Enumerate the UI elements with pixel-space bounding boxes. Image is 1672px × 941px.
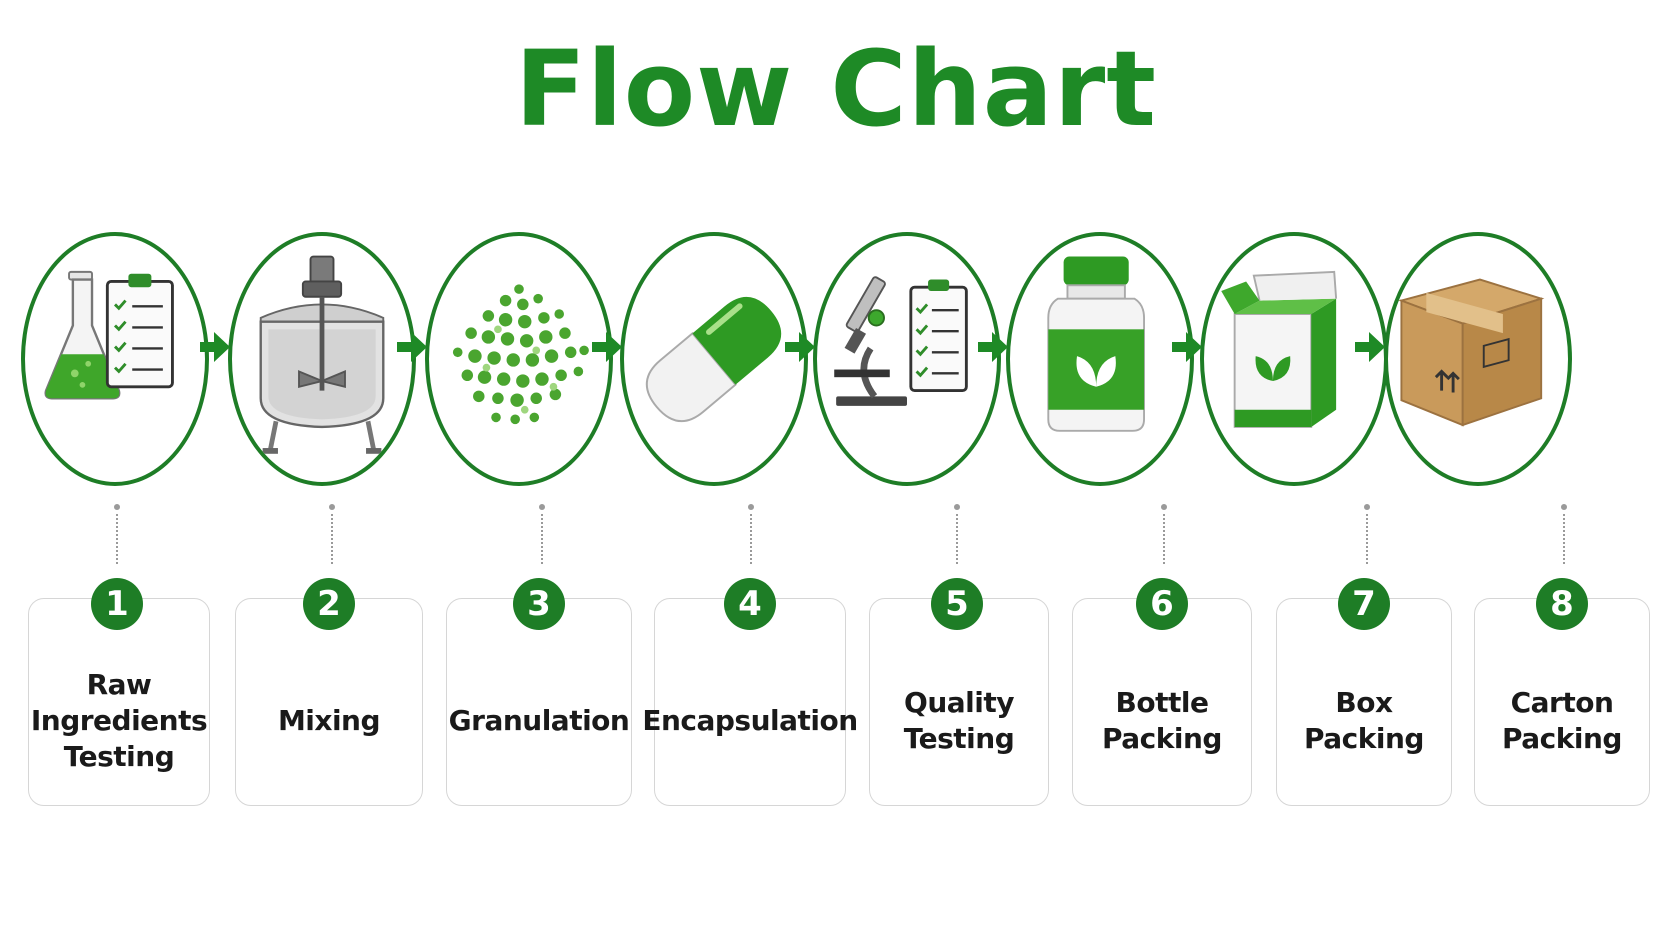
step-2-circle (228, 232, 416, 486)
step-8-circle (1384, 232, 1572, 486)
step-number-badge: 4 (724, 578, 776, 630)
flask-clipboard-icon (44, 270, 174, 400)
step-6-circle (1006, 232, 1194, 486)
box-icon (1221, 270, 1338, 428)
step-7-card: Box Packing (1276, 598, 1452, 806)
step-5-card: Quality Testing (869, 598, 1049, 806)
arrow-right-icon (1355, 332, 1385, 362)
step-7-circle (1200, 232, 1388, 486)
step-label: Raw Ingredients Testing (30, 668, 208, 773)
step-4-card: Encapsulation (642, 598, 858, 806)
mixing-tank-icon (259, 255, 385, 454)
arrow-right-icon (200, 332, 230, 362)
step-6-card: Bottle Packing (1072, 598, 1252, 806)
dotted-connector (539, 504, 545, 564)
step-3-card: Granulation (446, 598, 632, 806)
arrow-right-icon (785, 332, 815, 362)
page-title: Flow Chart (515, 28, 1157, 150)
dotted-connector (748, 504, 754, 564)
step-label: Box Packing (1304, 686, 1424, 755)
step-number-badge: 7 (1338, 578, 1390, 630)
step-2-card: Mixing (235, 598, 423, 806)
dotted-connector (114, 504, 120, 564)
step-label: Quality Testing (903, 686, 1015, 755)
arrow-right-icon (1172, 332, 1202, 362)
step-1-circle (21, 232, 209, 486)
step-label: Granulation (448, 704, 630, 738)
arrow-right-icon (397, 332, 427, 362)
step-number-badge: 6 (1136, 578, 1188, 630)
step-label: Encapsulation (642, 704, 858, 738)
step-5-circle (813, 232, 1001, 486)
arrow-right-icon (978, 332, 1008, 362)
step-number-badge: 1 (91, 578, 143, 630)
dotted-connector (1561, 504, 1567, 564)
capsule-icon (645, 296, 782, 422)
dotted-connector (954, 504, 960, 564)
granules-icon (452, 284, 589, 425)
step-8-card: Carton Packing (1474, 598, 1650, 806)
dotted-connector (1364, 504, 1370, 564)
dotted-connector (1161, 504, 1167, 564)
step-label: Mixing (277, 704, 381, 738)
step-4-circle (620, 232, 808, 486)
step-number-badge: 8 (1536, 578, 1588, 630)
dotted-connector (329, 504, 335, 564)
microscope-clipboard-icon (834, 276, 968, 406)
step-number-badge: 2 (303, 578, 355, 630)
step-number-badge: 5 (931, 578, 983, 630)
bottle-icon (1047, 256, 1145, 432)
carton-icon (1398, 278, 1545, 427)
step-number-badge: 3 (513, 578, 565, 630)
step-1-card: Raw Ingredients Testing (28, 598, 210, 806)
step-label: Bottle Packing (1102, 686, 1222, 755)
arrow-right-icon (592, 332, 622, 362)
step-label: Carton Packing (1502, 686, 1622, 755)
step-3-circle (425, 232, 613, 486)
